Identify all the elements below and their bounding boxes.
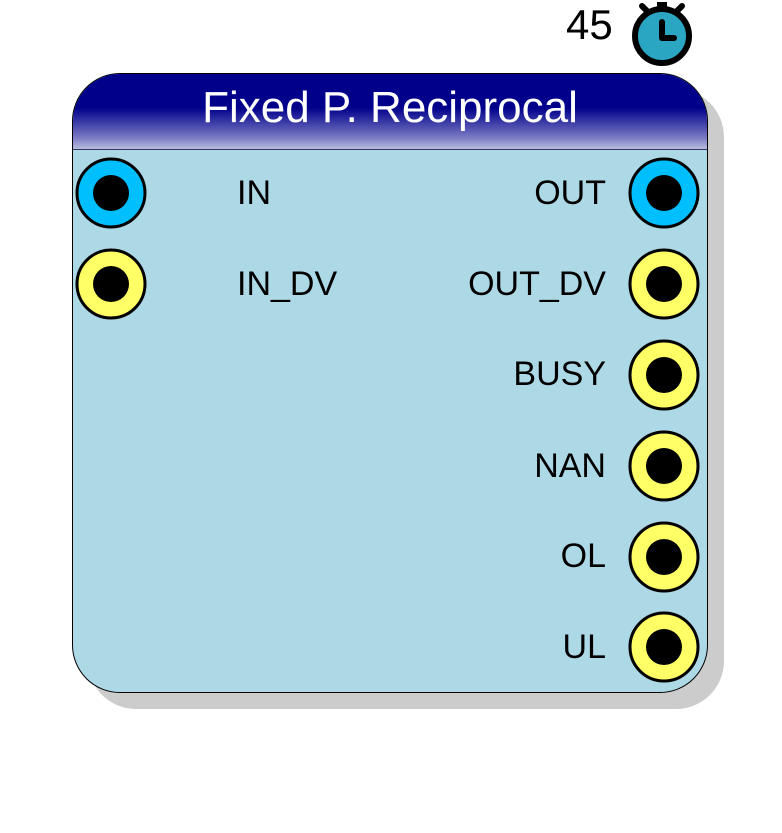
control-port-icon — [628, 248, 700, 320]
stopwatch-icon — [632, 2, 692, 66]
output-label-nan: NAN — [534, 447, 606, 485]
output-port-out[interactable] — [628, 157, 700, 229]
block-header: Fixed P. Reciprocal — [73, 74, 707, 150]
output-label-out-dv: OUT_DV — [468, 265, 606, 303]
data-port-icon — [75, 157, 147, 229]
output-port-nan[interactable] — [628, 430, 700, 502]
output-port-busy[interactable] — [628, 339, 700, 411]
function-block[interactable]: Fixed P. Reciprocal IN IN_DV OUT OUT_DV … — [72, 73, 708, 693]
control-port-icon — [628, 339, 700, 411]
output-label-ul: UL — [562, 628, 606, 666]
latency-indicator: 45 — [540, 0, 700, 70]
output-label-out: OUT — [534, 174, 606, 212]
control-port-icon — [628, 430, 700, 502]
latency-value: 45 — [566, 1, 613, 48]
output-port-out-dv[interactable] — [628, 248, 700, 320]
input-port-in-dv[interactable] — [75, 248, 147, 320]
control-port-icon — [628, 611, 700, 683]
output-port-ul[interactable] — [628, 611, 700, 683]
output-label-busy: BUSY — [513, 355, 606, 393]
data-port-icon — [628, 157, 700, 229]
output-port-ol[interactable] — [628, 521, 700, 593]
output-label-ol: OL — [560, 537, 606, 575]
control-port-icon — [628, 521, 700, 593]
control-port-icon — [75, 248, 147, 320]
input-label-in-dv: IN_DV — [237, 265, 338, 303]
block-title: Fixed P. Reciprocal — [202, 83, 578, 132]
input-label-in: IN — [237, 174, 271, 212]
input-port-in[interactable] — [75, 157, 147, 229]
